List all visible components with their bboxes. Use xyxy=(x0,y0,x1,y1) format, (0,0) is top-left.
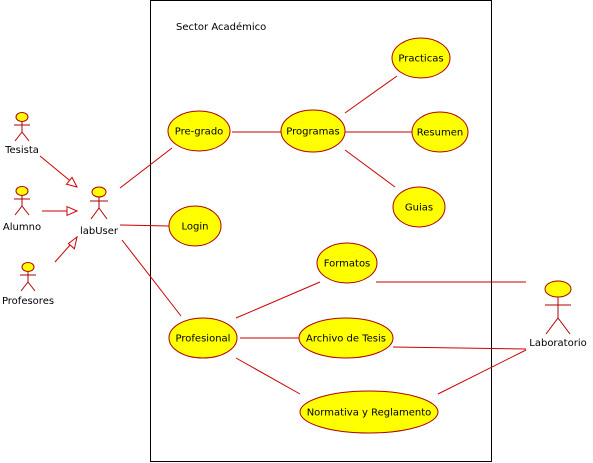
use-case-label: Programas xyxy=(286,127,340,138)
generalization-tesista-labuser xyxy=(39,155,78,188)
association-programas-guias xyxy=(344,149,396,188)
system-name: Sector Académico xyxy=(176,21,266,33)
use-case-label: Login xyxy=(182,222,209,233)
use-case-label: Guias xyxy=(405,203,433,214)
actor-laboratorio[interactable]: Laboratorio xyxy=(529,280,587,349)
actor-labuser[interactable]: labUser xyxy=(80,186,119,237)
generalization-alumno-labuser xyxy=(42,205,79,217)
use-case-practicas[interactable]: Practicas xyxy=(391,37,451,79)
use-case-label: Resumen xyxy=(417,128,463,139)
use-case-programas[interactable]: Programas xyxy=(280,109,346,153)
association-profesional-formatos xyxy=(235,281,321,319)
association-labuser-profesional xyxy=(121,239,182,317)
actor-label: labUser xyxy=(80,226,119,237)
use-case-normativa-y-reglamento[interactable]: Normativa y Reglamento xyxy=(299,390,439,434)
use-case-login[interactable]: Login xyxy=(168,205,222,247)
associations xyxy=(119,75,527,395)
actor-label: Alumno xyxy=(3,222,41,233)
use-case-guias[interactable]: Guias xyxy=(392,186,446,228)
association-profesional-normativa xyxy=(235,357,301,395)
association-labuser-pregrado xyxy=(119,147,173,189)
use-case-resumen[interactable]: Resumen xyxy=(411,111,469,153)
association-normativa-laboratorio xyxy=(437,349,527,395)
association-labuser-login xyxy=(119,224,170,227)
use-case-label: Practicas xyxy=(398,54,443,65)
actor-label: Profesores xyxy=(2,296,54,307)
stick-figure-icon xyxy=(14,186,30,216)
stick-figure-icon xyxy=(20,262,36,292)
use-case-formatos[interactable]: Formatos xyxy=(316,242,378,284)
use-case-label: Normativa y Reglamento xyxy=(307,408,432,419)
actor-profesores[interactable]: Profesores xyxy=(2,262,54,308)
use-case-label: Profesional xyxy=(176,334,231,345)
stick-figure-icon xyxy=(544,280,572,335)
use-case-label: Pre-grado xyxy=(175,127,224,138)
stick-figure-icon xyxy=(90,186,108,220)
use-case-label: Archivo de Tesis xyxy=(306,334,386,345)
stick-figure-icon xyxy=(14,112,30,142)
actor-alumno[interactable]: Alumno xyxy=(3,186,41,234)
generalization-profesores-labuser xyxy=(54,235,78,263)
actor-tesista[interactable]: Tesista xyxy=(4,112,39,157)
association-programas-practicas xyxy=(344,75,398,114)
association-archivo-laboratorio xyxy=(392,346,527,350)
use-case-label: Formatos xyxy=(324,259,371,270)
use-case-archivo-de-tesis[interactable]: Archivo de Tesis xyxy=(298,317,394,359)
use-case-pregrado[interactable]: Pre-grado xyxy=(167,110,231,152)
generalizations xyxy=(39,155,79,263)
use-case-profesional[interactable]: Profesional xyxy=(168,317,238,359)
actor-label: Laboratorio xyxy=(529,338,586,349)
system-boundary xyxy=(150,0,492,462)
actor-label: Tesista xyxy=(4,145,39,156)
